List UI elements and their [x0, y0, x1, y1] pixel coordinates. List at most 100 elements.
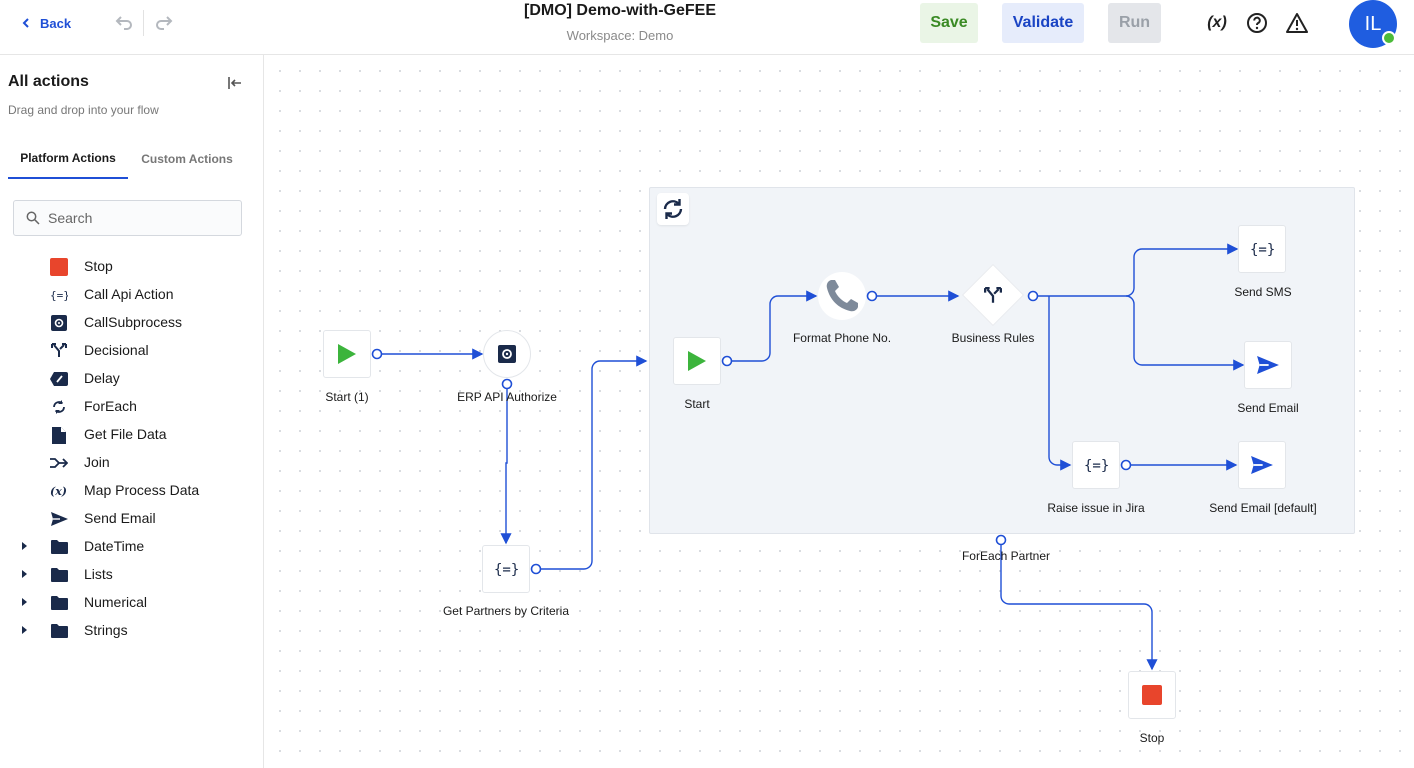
- tab-custom-actions[interactable]: Custom Actions: [141, 152, 233, 166]
- send-icon: [50, 510, 68, 528]
- expand-caret-icon[interactable]: [22, 542, 27, 550]
- action-label: Send Email: [84, 510, 156, 526]
- variables-icon[interactable]: (x): [1207, 14, 1227, 31]
- action-folder-lists[interactable]: Lists: [0, 560, 263, 588]
- back-button[interactable]: Back: [22, 13, 71, 33]
- expand-caret-icon[interactable]: [22, 598, 27, 606]
- action-label: Delay: [84, 370, 120, 386]
- stop-icon: [1142, 685, 1162, 705]
- subprocess-icon: [50, 314, 68, 332]
- action-label: Get File Data: [84, 426, 167, 442]
- svg-text:(x): (x): [50, 485, 67, 498]
- api-icon: {=}: [494, 562, 518, 577]
- search-box[interactable]: [13, 200, 242, 236]
- node-erp-api-authorize[interactable]: [483, 330, 531, 378]
- flow-title-block: [DMO] Demo-with-GeFEE Workspace: Demo: [470, 2, 770, 43]
- expand-caret-icon[interactable]: [22, 626, 27, 634]
- search-input[interactable]: [48, 210, 228, 226]
- action-item-callsubprocess[interactable]: CallSubprocess: [0, 308, 263, 336]
- action-label: DateTime: [84, 538, 145, 554]
- action-item-call-api[interactable]: {=} Call Api Action: [0, 280, 263, 308]
- play-icon: [338, 344, 356, 364]
- node-label: Send SMS: [1234, 285, 1292, 299]
- sidebar-title: All actions: [8, 73, 89, 90]
- actions-list: Stop {=} Call Api Action CallSubprocess …: [0, 252, 263, 644]
- undo-icon[interactable]: [112, 12, 134, 34]
- action-tabs: Platform Actions Custom Actions: [8, 139, 248, 179]
- action-label: Lists: [84, 566, 113, 582]
- port: [995, 534, 1007, 546]
- split-icon: [980, 284, 1006, 308]
- port: [530, 563, 542, 575]
- node-label: Start: [684, 397, 710, 411]
- node-label: Format Phone No.: [792, 331, 892, 345]
- action-label: Strings: [84, 622, 128, 638]
- action-label: Call Api Action: [84, 286, 174, 302]
- group-label: ForEach Partner: [961, 549, 1051, 563]
- expand-caret-icon[interactable]: [22, 570, 27, 578]
- node-raise-jira[interactable]: {=}: [1072, 441, 1120, 489]
- folder-icon: [50, 538, 68, 556]
- action-item-decisional[interactable]: Decisional: [0, 336, 263, 364]
- sidebar-subtitle: Drag and drop into your flow: [8, 103, 159, 117]
- action-item-join[interactable]: Join: [0, 448, 263, 476]
- actions-sidebar: All actions Drag and drop into your flow…: [0, 55, 264, 768]
- node-start-1[interactable]: [323, 330, 371, 378]
- redo-icon[interactable]: [154, 12, 176, 34]
- node-send-email-default[interactable]: [1238, 441, 1286, 489]
- node-stop[interactable]: [1128, 671, 1176, 719]
- port: [501, 378, 513, 390]
- node-label: ERP API Authorize: [457, 390, 557, 404]
- save-button[interactable]: Save: [920, 3, 978, 43]
- play-icon: [688, 351, 706, 371]
- node-start[interactable]: [673, 337, 721, 385]
- validate-button[interactable]: Validate: [1002, 3, 1084, 43]
- wire-erp-partners: [500, 384, 512, 545]
- action-label: CallSubprocess: [84, 314, 183, 330]
- action-label: Stop: [84, 258, 113, 274]
- flow-canvas[interactable]: Start (1) ERP API Authorize {=} Get Part…: [264, 55, 1414, 768]
- action-item-delay[interactable]: Delay: [0, 364, 263, 392]
- run-button[interactable]: Run: [1108, 3, 1161, 43]
- folder-icon: [50, 594, 68, 612]
- node-get-partners[interactable]: {=}: [482, 545, 530, 593]
- stop-icon: [50, 258, 68, 276]
- svg-text:{=}: {=}: [1250, 242, 1274, 257]
- action-folder-strings[interactable]: Strings: [0, 616, 263, 644]
- node-label: Get Partners by Criteria: [442, 604, 570, 618]
- tab-platform-actions[interactable]: Platform Actions: [8, 139, 128, 179]
- top-bar: Back [DMO] Demo-with-GeFEE Workspace: De…: [0, 0, 1414, 55]
- action-label: Join: [84, 454, 110, 470]
- subprocess-icon: [498, 345, 516, 363]
- collapse-sidebar-icon[interactable]: [226, 74, 244, 92]
- delay-icon: [50, 370, 68, 388]
- join-icon: [50, 454, 68, 472]
- workspace-label: Workspace: Demo: [566, 28, 674, 43]
- loop-icon[interactable]: [657, 193, 689, 225]
- node-format-phone[interactable]: [818, 272, 866, 320]
- action-folder-numerical[interactable]: Numerical: [0, 588, 263, 616]
- action-item-map-process-data[interactable]: (x) Map Process Data: [0, 476, 263, 504]
- loop-icon: [50, 398, 68, 416]
- action-item-get-file-data[interactable]: Get File Data: [0, 420, 263, 448]
- warning-icon[interactable]: [1286, 12, 1308, 34]
- action-item-send-email[interactable]: Send Email: [0, 504, 263, 532]
- node-label: Send Email [default]: [1209, 501, 1317, 515]
- action-label: Numerical: [84, 594, 148, 610]
- action-label: Decisional: [84, 342, 149, 358]
- node-send-sms[interactable]: {=}: [1238, 225, 1286, 273]
- help-icon[interactable]: [1246, 12, 1268, 34]
- svg-text:{=}: {=}: [494, 562, 518, 577]
- node-label: Business Rules: [951, 331, 1035, 345]
- node-label: Raise issue in Jira: [1047, 501, 1145, 515]
- api-icon: {=}: [50, 286, 68, 304]
- action-folder-datetime[interactable]: DateTime: [0, 532, 263, 560]
- online-status-icon: [1382, 31, 1396, 45]
- back-label: Back: [40, 15, 72, 31]
- split-icon: [50, 342, 68, 360]
- action-item-foreach[interactable]: ForEach: [0, 392, 263, 420]
- page-title: [DMO] Demo-with-GeFEE: [524, 2, 716, 19]
- node-label: Stop: [1139, 731, 1165, 745]
- node-send-email[interactable]: [1244, 341, 1292, 389]
- action-item-stop[interactable]: Stop: [0, 252, 263, 280]
